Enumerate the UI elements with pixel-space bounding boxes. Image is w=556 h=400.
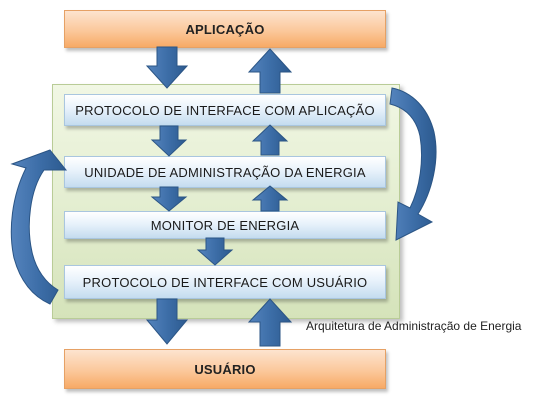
layer-label: PROTOCOLO DE INTERFACE COM USUÁRIO bbox=[82, 274, 368, 290]
curved-arrow-right-icon bbox=[389, 87, 437, 241]
down-arrow-icon bbox=[150, 125, 188, 157]
layer-application-interface-protocol: PROTOCOLO DE INTERFACE COM APLICAÇÃO bbox=[64, 94, 386, 126]
down-arrow-icon bbox=[145, 298, 189, 345]
layer-label: MONITOR DE ENERGIA bbox=[150, 217, 300, 233]
up-arrow-icon bbox=[251, 124, 289, 156]
up-arrow-icon bbox=[251, 185, 289, 212]
layer-energy-monitor: MONITOR DE ENERGIA bbox=[64, 211, 386, 239]
layer-label: PROTOCOLO DE INTERFACE COM APLICAÇÃO bbox=[75, 102, 375, 118]
down-arrow-icon bbox=[196, 237, 234, 266]
layer-label: UNIDADE DE ADMINISTRAÇÃO DA ENERGIA bbox=[84, 164, 366, 180]
up-arrow-icon bbox=[247, 48, 293, 94]
user-label: USUÁRIO bbox=[194, 361, 256, 377]
application-box: APLICAÇÃO bbox=[64, 10, 386, 48]
curved-arrow-left-icon bbox=[10, 149, 68, 305]
application-label: APLICAÇÃO bbox=[185, 21, 265, 37]
down-arrow-icon bbox=[145, 46, 189, 89]
down-arrow-icon bbox=[150, 186, 188, 212]
layer-energy-administration-unit: UNIDADE DE ADMINISTRAÇÃO DA ENERGIA bbox=[64, 156, 386, 188]
user-box: USUÁRIO bbox=[64, 349, 386, 389]
diagram-caption: Arquitetura de Administração de Energia bbox=[306, 319, 522, 333]
up-arrow-icon bbox=[247, 298, 293, 347]
layer-user-interface-protocol: PROTOCOLO DE INTERFACE COM USUÁRIO bbox=[64, 265, 386, 299]
